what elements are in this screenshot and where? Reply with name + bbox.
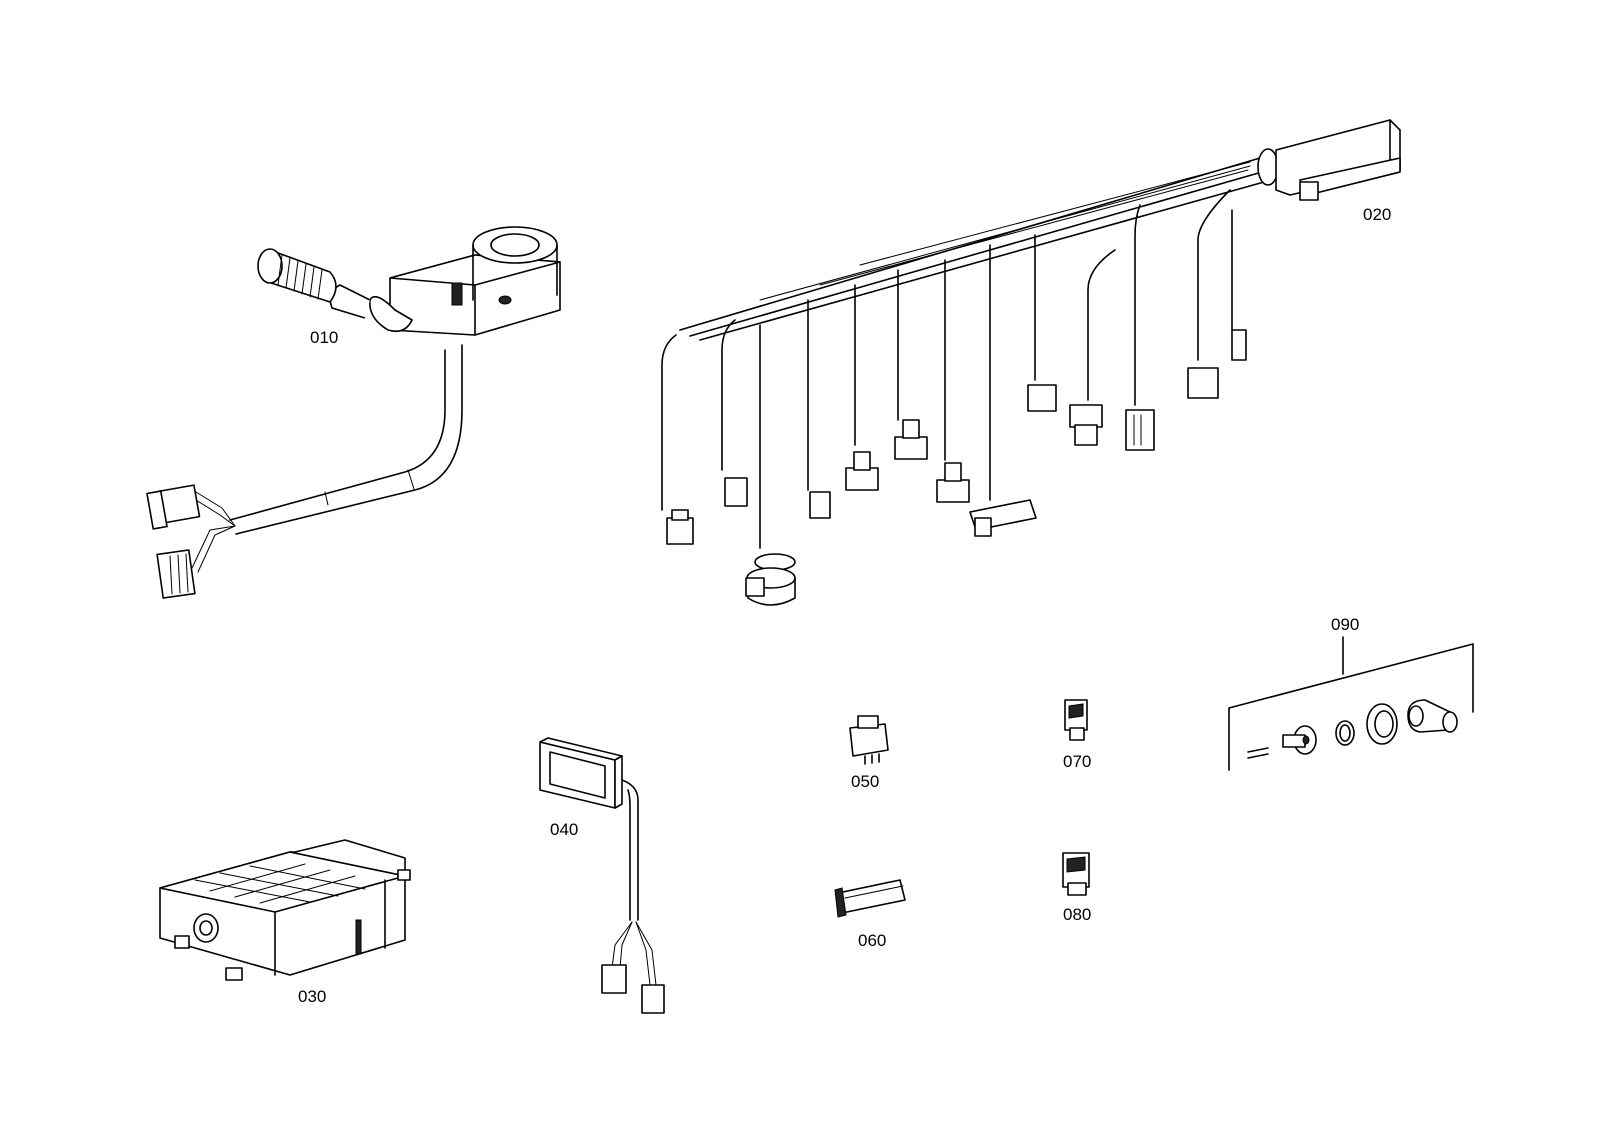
part-090-connector-kit[interactable]: 090: [1228, 615, 1474, 771]
harness-connectors: [666, 329, 1247, 545]
plug-010-upper: [146, 484, 201, 530]
part-070-connector[interactable]: 070: [1063, 699, 1091, 771]
part-020-harness[interactable]: 020: [661, 119, 1401, 606]
part-040-display[interactable]: 040: [539, 737, 665, 1014]
part-060-connector[interactable]: 060: [834, 879, 906, 950]
part-050-connector[interactable]: 050: [849, 715, 889, 791]
part-080-connector[interactable]: 080: [1062, 852, 1091, 924]
label-030: 030: [298, 987, 326, 1006]
part-010-joystick[interactable]: 010: [146, 226, 561, 599]
lever-grip: [257, 248, 337, 303]
part-030-control-unit[interactable]: 030: [159, 839, 411, 1006]
label-010: 010: [310, 328, 338, 347]
plug-010-lower: [156, 549, 196, 599]
label-060: 060: [858, 931, 886, 950]
label-090: 090: [1331, 615, 1359, 634]
label-080: 080: [1063, 905, 1091, 924]
label-020: 020: [1363, 205, 1391, 224]
label-050: 050: [851, 772, 879, 791]
label-040: 040: [550, 820, 578, 839]
harness-sensor: [745, 553, 796, 606]
label-070: 070: [1063, 752, 1091, 771]
